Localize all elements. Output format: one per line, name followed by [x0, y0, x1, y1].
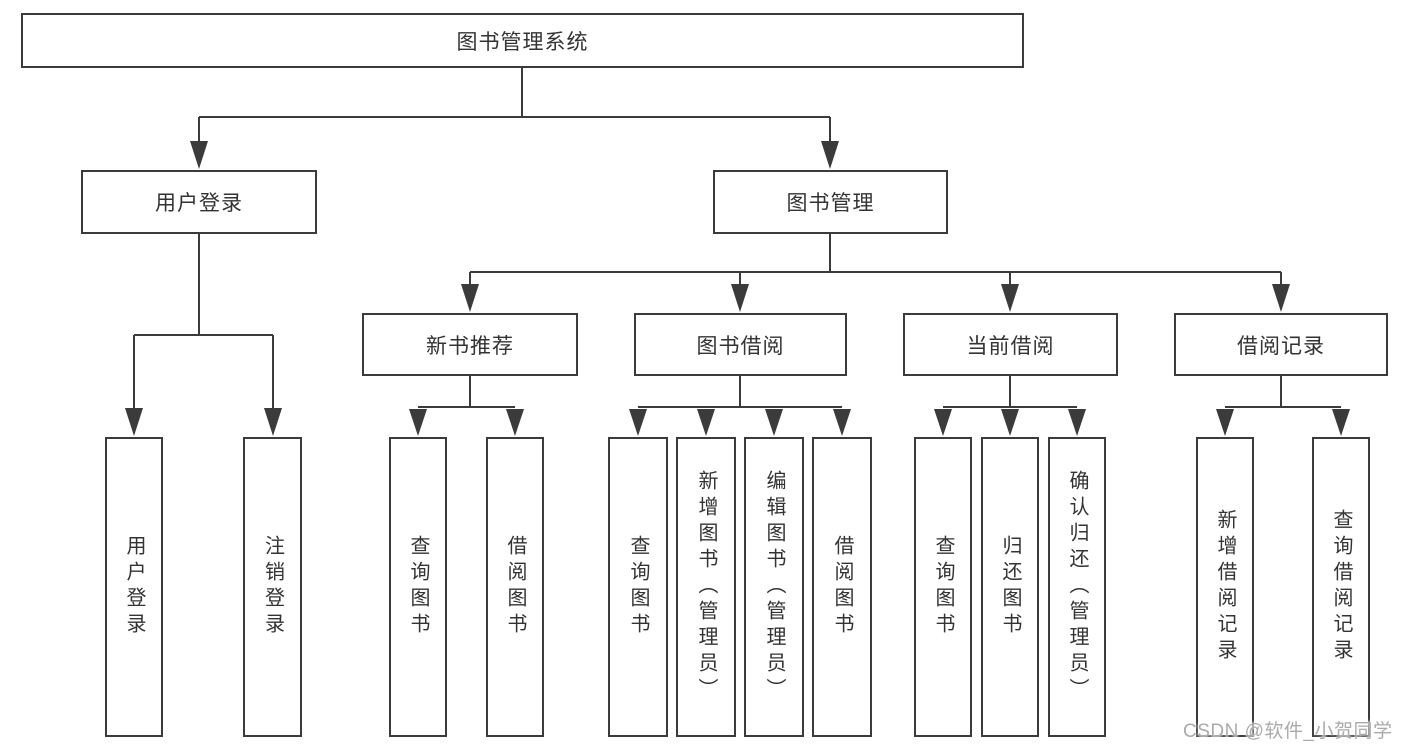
leaf-cb-confirm-return-admin: 确认归还（管理员）	[1048, 437, 1106, 737]
leaf-br-query-record: 查询借阅记录	[1312, 437, 1370, 737]
leaf-bb-borrow-books: 借阅图书	[812, 437, 872, 737]
node-current-borrowing: 当前借阅	[903, 313, 1118, 376]
watermark: CSDN @软件_小贺同学	[1183, 721, 1393, 742]
leaf-bb-query-books: 查询图书	[608, 437, 668, 737]
node-borrowing-records: 借阅记录	[1174, 313, 1388, 376]
leaf-bb-add-books-admin: 新增图书（管理员）	[676, 437, 736, 737]
leaf-cb-return-books: 归还图书	[981, 437, 1039, 737]
leaf-bb-edit-books-admin: 编辑图书（管理员）	[744, 437, 804, 737]
leaf-user-login: 用户登录	[105, 437, 163, 737]
leaf-logout: 注销登录	[243, 437, 302, 737]
leaf-nbr-query-books: 查询图书	[389, 437, 447, 737]
node-new-book-recommend: 新书推荐	[362, 313, 578, 376]
leaf-cb-query-books: 查询图书	[914, 437, 972, 737]
node-book-management: 图书管理	[713, 170, 948, 234]
node-root-system: 图书管理系统	[21, 13, 1024, 68]
leaf-br-add-record: 新增借阅记录	[1196, 437, 1254, 737]
node-user-login: 用户登录	[81, 170, 317, 234]
node-book-borrowing: 图书借阅	[634, 313, 847, 376]
leaf-nbr-borrow-books: 借阅图书	[486, 437, 544, 737]
